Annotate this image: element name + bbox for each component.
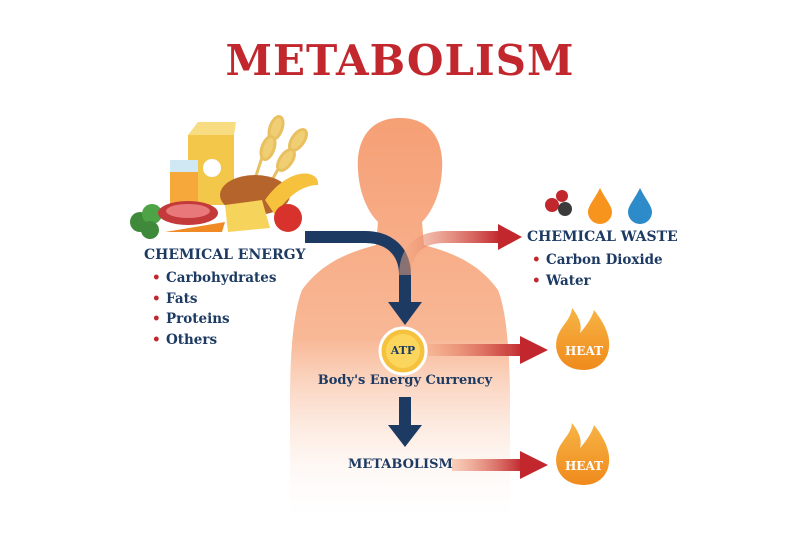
- heat-label-2: HEAT: [564, 459, 604, 473]
- meat-icon: [158, 201, 218, 225]
- human-body-silhouette: [290, 118, 510, 520]
- heat-flame-icon-2: [556, 423, 610, 485]
- atp-down-arrow-shaft: [399, 397, 411, 427]
- list-item: •Others: [152, 330, 276, 351]
- orange-drop-icon: [588, 188, 612, 224]
- waste-arrowhead: [498, 224, 522, 250]
- water-drop-icon: [628, 188, 652, 224]
- bullet-icon: •: [152, 290, 161, 307]
- atp-heat-arrowhead: [520, 336, 548, 364]
- carbon-dioxide-molecule-icon: [545, 190, 572, 216]
- energy-input-arrowhead: [388, 302, 422, 325]
- heat-flame-icon-1: [556, 308, 610, 370]
- atp-label: ATP: [390, 344, 416, 357]
- chemical-waste-heading: CHEMICAL WASTE: [527, 229, 678, 245]
- metabolism-label: METABOLISM: [348, 457, 453, 472]
- page-title: METABOLISM: [225, 36, 575, 85]
- bullet-icon: •: [152, 331, 161, 348]
- list-item: •Carbon Dioxide: [532, 250, 663, 271]
- chemical-energy-heading: CHEMICAL ENERGY: [144, 247, 306, 263]
- bullet-icon: •: [152, 270, 161, 286]
- metabolism-heat-arrow-shaft: [452, 459, 522, 471]
- tomato-icon: [274, 204, 302, 232]
- cheese-icon: [225, 200, 270, 232]
- bullet-icon: •: [532, 252, 541, 268]
- carrot-icon: [165, 222, 225, 232]
- food-illustration: [130, 115, 319, 239]
- list-item: •Proteins: [152, 309, 276, 330]
- list-item: •Water: [532, 271, 663, 292]
- list-item: •Carbohydrates: [152, 268, 276, 289]
- atp-down-arrowhead: [388, 425, 422, 447]
- metabolism-heat-arrowhead: [520, 451, 548, 479]
- bullet-icon: •: [532, 272, 541, 289]
- bullet-icon: •: [152, 311, 161, 327]
- atp-badge: [378, 326, 428, 376]
- list-item: •Fats: [152, 289, 276, 310]
- banana-icon: [265, 173, 319, 215]
- heat-label-1: HEAT: [564, 344, 604, 358]
- energy-currency-label: Body's Energy Currency: [317, 373, 493, 388]
- atp-heat-arrow-shaft: [428, 344, 523, 356]
- chemical-energy-list: •Carbohydrates •Fats •Proteins •Others: [152, 268, 276, 350]
- juice-glass-icon: [170, 160, 198, 213]
- waste-arrow: [399, 231, 500, 276]
- broccoli-icon: [130, 204, 162, 239]
- chemical-waste-list: •Carbon Dioxide •Water: [532, 250, 663, 291]
